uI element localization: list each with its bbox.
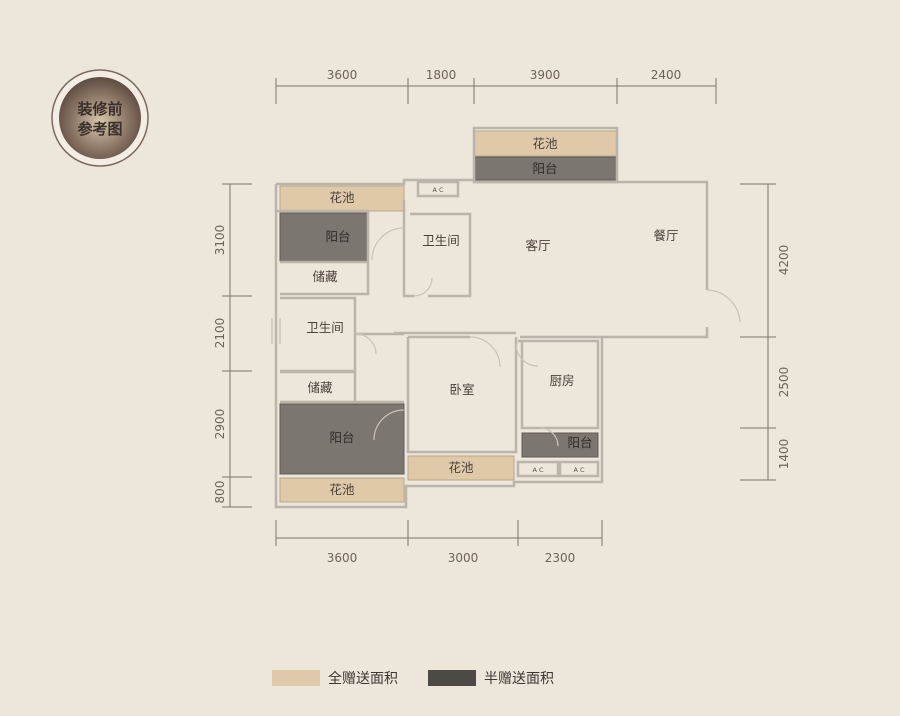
dim-right-3: 1400 bbox=[777, 439, 791, 470]
dim-left-2: 2100 bbox=[213, 318, 227, 349]
label-balcony-lower-left: 阳台 bbox=[329, 430, 354, 445]
label-flower-bed-lower-left: 花池 bbox=[329, 482, 355, 497]
label-flower-bed-upper-left: 花池 bbox=[329, 190, 355, 205]
ac-label-bottom-2: A C bbox=[573, 466, 585, 474]
flower-bed-bottom-middle bbox=[407, 455, 515, 481]
label-kitchen: 厨房 bbox=[549, 373, 574, 388]
ac-label-bottom-1: A C bbox=[532, 466, 544, 474]
reference-badge: 装修前 参考图 bbox=[51, 69, 149, 167]
legend-label-half: 半赠送面积 bbox=[484, 671, 554, 687]
dim-left-1: 3100 bbox=[213, 225, 227, 256]
dim-bottom-2: 3000 bbox=[448, 551, 479, 565]
window-marks bbox=[271, 318, 281, 344]
dim-left-3: 2900 bbox=[213, 409, 227, 440]
label-dining-room: 餐厅 bbox=[653, 228, 678, 243]
dim-bottom-3: 2300 bbox=[545, 551, 576, 565]
label-flower-bed-bottom-middle: 花池 bbox=[448, 460, 474, 475]
flower-bed-top bbox=[473, 130, 618, 157]
dim-left-4: 800 bbox=[213, 481, 227, 504]
balcony-kitchen bbox=[521, 432, 599, 458]
legend-swatch-full bbox=[272, 670, 320, 686]
full-gift-areas bbox=[279, 130, 618, 503]
right-dimension-line bbox=[740, 183, 776, 481]
label-flower-bed-top: 花池 bbox=[532, 136, 558, 151]
legend-swatch-half bbox=[428, 670, 476, 686]
half-gift-areas bbox=[279, 156, 618, 475]
label-balcony-top: 阳台 bbox=[532, 161, 557, 176]
ac-label-top: A C bbox=[432, 186, 444, 194]
legend-label-full: 全赠送面积 bbox=[328, 670, 398, 687]
dim-bottom-1: 3600 bbox=[327, 551, 358, 565]
walls bbox=[274, 126, 709, 509]
flower-bed-lower-left bbox=[279, 477, 405, 503]
door-swings bbox=[355, 227, 741, 447]
dim-top-4: 2400 bbox=[651, 68, 682, 82]
dim-right-2: 2500 bbox=[777, 367, 791, 398]
label-storage-upper: 储藏 bbox=[312, 269, 338, 284]
label-bathroom-upper: 卫生间 bbox=[422, 233, 460, 248]
badge-line2: 参考图 bbox=[77, 120, 122, 138]
bottom-dimension-line bbox=[275, 520, 603, 546]
top-dimension-line bbox=[275, 78, 717, 104]
left-dimension-line bbox=[222, 183, 252, 508]
dim-right-1: 4200 bbox=[777, 245, 791, 276]
label-storage-lower: 储藏 bbox=[307, 380, 333, 395]
label-living-room: 客厅 bbox=[525, 238, 550, 253]
balcony-lower-left bbox=[279, 403, 405, 475]
label-balcony-upper-left: 阳台 bbox=[325, 229, 350, 244]
balcony-upper-left bbox=[279, 212, 369, 262]
legend: 全赠送面积 半赠送面积 bbox=[272, 670, 554, 687]
label-bedroom: 卧室 bbox=[449, 382, 474, 397]
dim-top-3: 3900 bbox=[530, 68, 561, 82]
dim-top-1: 3600 bbox=[327, 68, 358, 82]
dim-top-2: 1800 bbox=[426, 68, 457, 82]
label-balcony-kitchen: 阳台 bbox=[567, 435, 592, 450]
label-bathroom-left: 卫生间 bbox=[306, 320, 344, 335]
badge-line1: 装修前 bbox=[76, 100, 122, 118]
